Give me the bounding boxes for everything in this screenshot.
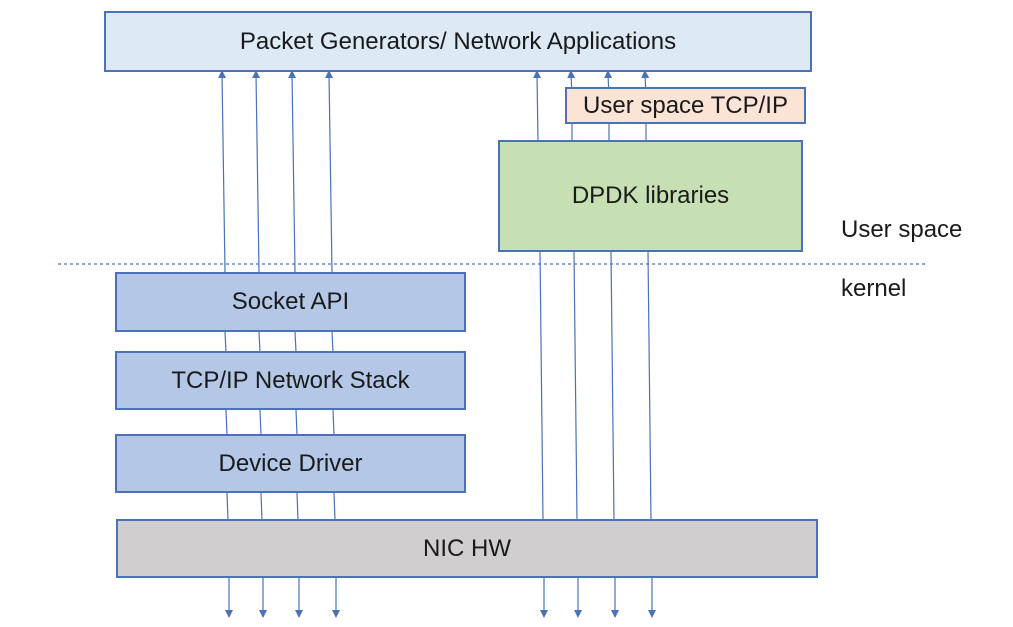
kernel-path-up-arrow-4 (325, 70, 334, 273)
dpdk-path-up-arrow-1 (533, 70, 542, 142)
kernel-path-up-arrow-3 (288, 70, 297, 273)
dpdk-libraries-box: DPDK libraries (498, 140, 803, 252)
dpdk-path-line-6 (610, 251, 615, 521)
packet-generators-label: Packet Generators/ Network Applications (239, 27, 677, 55)
kernel-path-up-arrow-1 (218, 70, 227, 273)
kernel-path-line-10 (260, 492, 263, 521)
kernel-path-line-7 (295, 409, 298, 436)
dpdk-path-line-5 (573, 251, 578, 521)
user-space-tcpip-label: User space TCP/IP (583, 91, 788, 119)
kernel-path-line-6 (259, 409, 262, 436)
kernel-path-line-4 (331, 331, 334, 353)
nic-hw-label: NIC HW (423, 534, 511, 562)
kernel-path-line-8 (332, 409, 335, 436)
kernel-path-line-12 (333, 492, 336, 521)
device-driver-box: Device Driver (115, 434, 466, 493)
kernel-path-line-1 (224, 331, 227, 353)
socket-api-box: Socket API (115, 272, 466, 332)
tcpip-network-stack-box: TCP/IP Network Stack (115, 351, 466, 410)
kernel-path-up-arrow-2 (252, 70, 261, 273)
user-space-region-label: User space (841, 216, 963, 243)
dpdk-libraries-label: DPDK libraries (571, 182, 730, 209)
user-space-tcpip-box: User space TCP/IP (565, 87, 806, 124)
tcpip-network-stack-label: TCP/IP Network Stack (171, 366, 410, 394)
dpdk-path-line-4 (539, 251, 544, 521)
kernel-path-line-2 (258, 331, 261, 353)
packet-generators-box: Packet Generators/ Network Applications (104, 11, 812, 72)
device-driver-label: Device Driver (218, 449, 363, 477)
socket-api-label: Socket API (231, 288, 350, 315)
nic-hw-box: NIC HW (116, 519, 818, 578)
kernel-path-line-3 (294, 331, 297, 353)
kernel-path-line-9 (226, 492, 229, 521)
kernel-path-line-11 (296, 492, 299, 521)
kernel-region-label: kernel (841, 275, 907, 302)
dpdk-path-line-7 (647, 251, 652, 521)
kernel-path-line-5 (225, 409, 228, 436)
